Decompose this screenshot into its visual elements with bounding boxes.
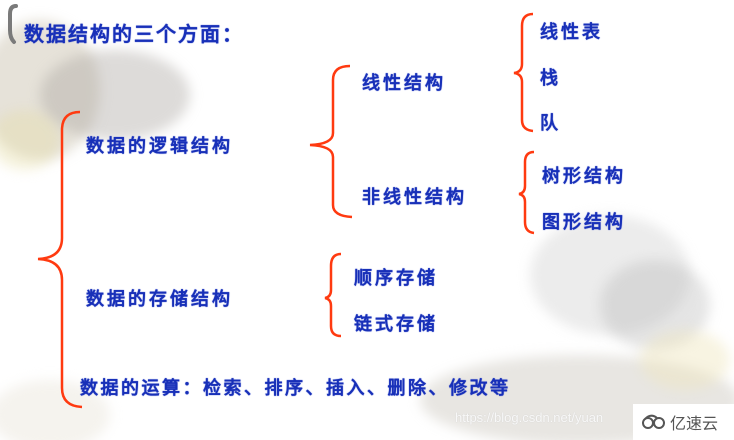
storage-structure-label: 数据的存储结构 <box>86 289 233 310</box>
nonlinear-brace-icon <box>518 150 535 235</box>
linear-structure-label: 线性结构 <box>362 73 446 94</box>
nonlinear-structure-label: 非线性结构 <box>362 187 467 208</box>
diagram-title: 数据结构的三个方面： <box>24 22 244 46</box>
storage-item-linked: 链式存储 <box>354 314 438 335</box>
linear-brace-icon <box>513 12 534 133</box>
cloud-logo-icon <box>642 414 665 429</box>
nonlinear-item-graph: 图形结构 <box>542 212 626 233</box>
operations-label: 数据的运算：检索、排序、插入、删除、修改等 <box>80 378 511 399</box>
brand-name: 亿速云 <box>670 414 719 433</box>
storage-brace-icon <box>324 252 342 338</box>
main-brace-icon <box>37 110 83 409</box>
linear-item-queue: 队 <box>540 113 561 134</box>
brand-logo: 亿速云 <box>633 404 734 440</box>
source-watermark: https://blog.csdn.net/yuan <box>455 410 604 425</box>
storage-item-sequential: 顺序存储 <box>354 268 438 289</box>
nonlinear-item-tree: 树形结构 <box>542 166 626 187</box>
logical-brace-icon <box>309 64 353 219</box>
linear-item-stack: 栈 <box>540 68 561 89</box>
title-brace-icon <box>8 4 18 44</box>
linear-item-list: 线性表 <box>540 22 603 43</box>
logical-structure-label: 数据的逻辑结构 <box>86 136 233 157</box>
